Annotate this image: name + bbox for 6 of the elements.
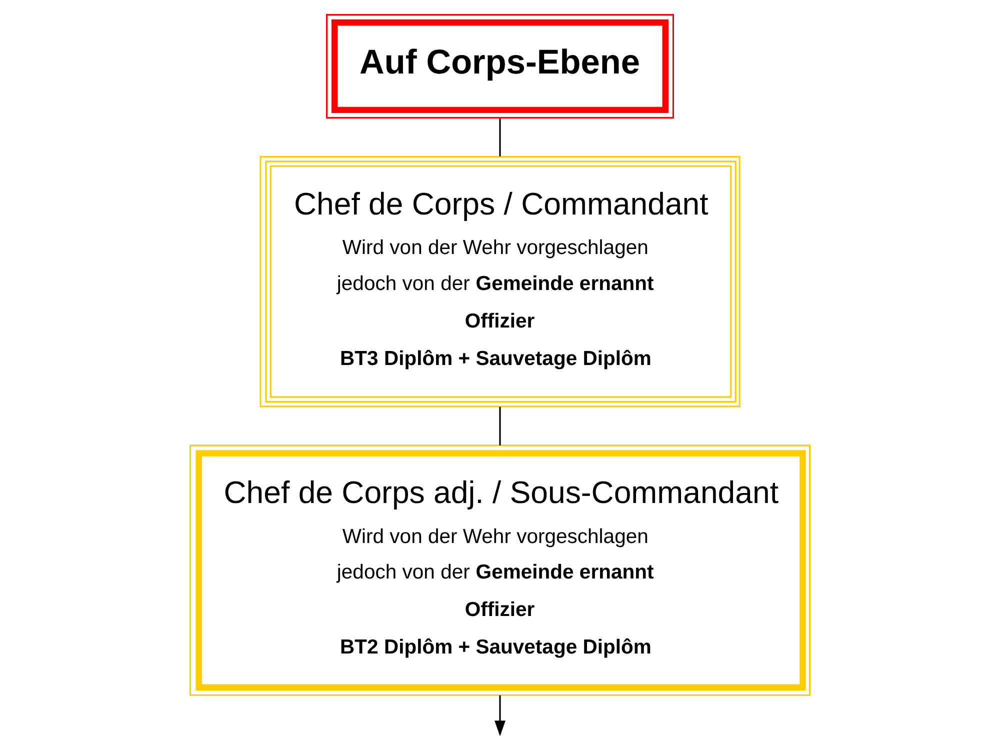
node-box: Chef de Corps / Commandant Wird von der Wehr vorgeschlagen jedoch von der Gemeinde ernannt Offizier BT3 Diplôm + Sauvetage Diplôm — [260, 156, 740, 408]
node-box: Chef de Corps adj. / Sous-Commandant Wird von der Wehr vorgeschlagen jedoch von der Gemeinde ernannt Offizier BT2 Diplôm + Sauvetage Diplôm — [189, 444, 811, 696]
node-box: Auf Corps-Ebene — [326, 14, 674, 119]
connector — [499, 406, 501, 446]
arrow — [494, 695, 506, 736]
connector — [499, 118, 501, 156]
